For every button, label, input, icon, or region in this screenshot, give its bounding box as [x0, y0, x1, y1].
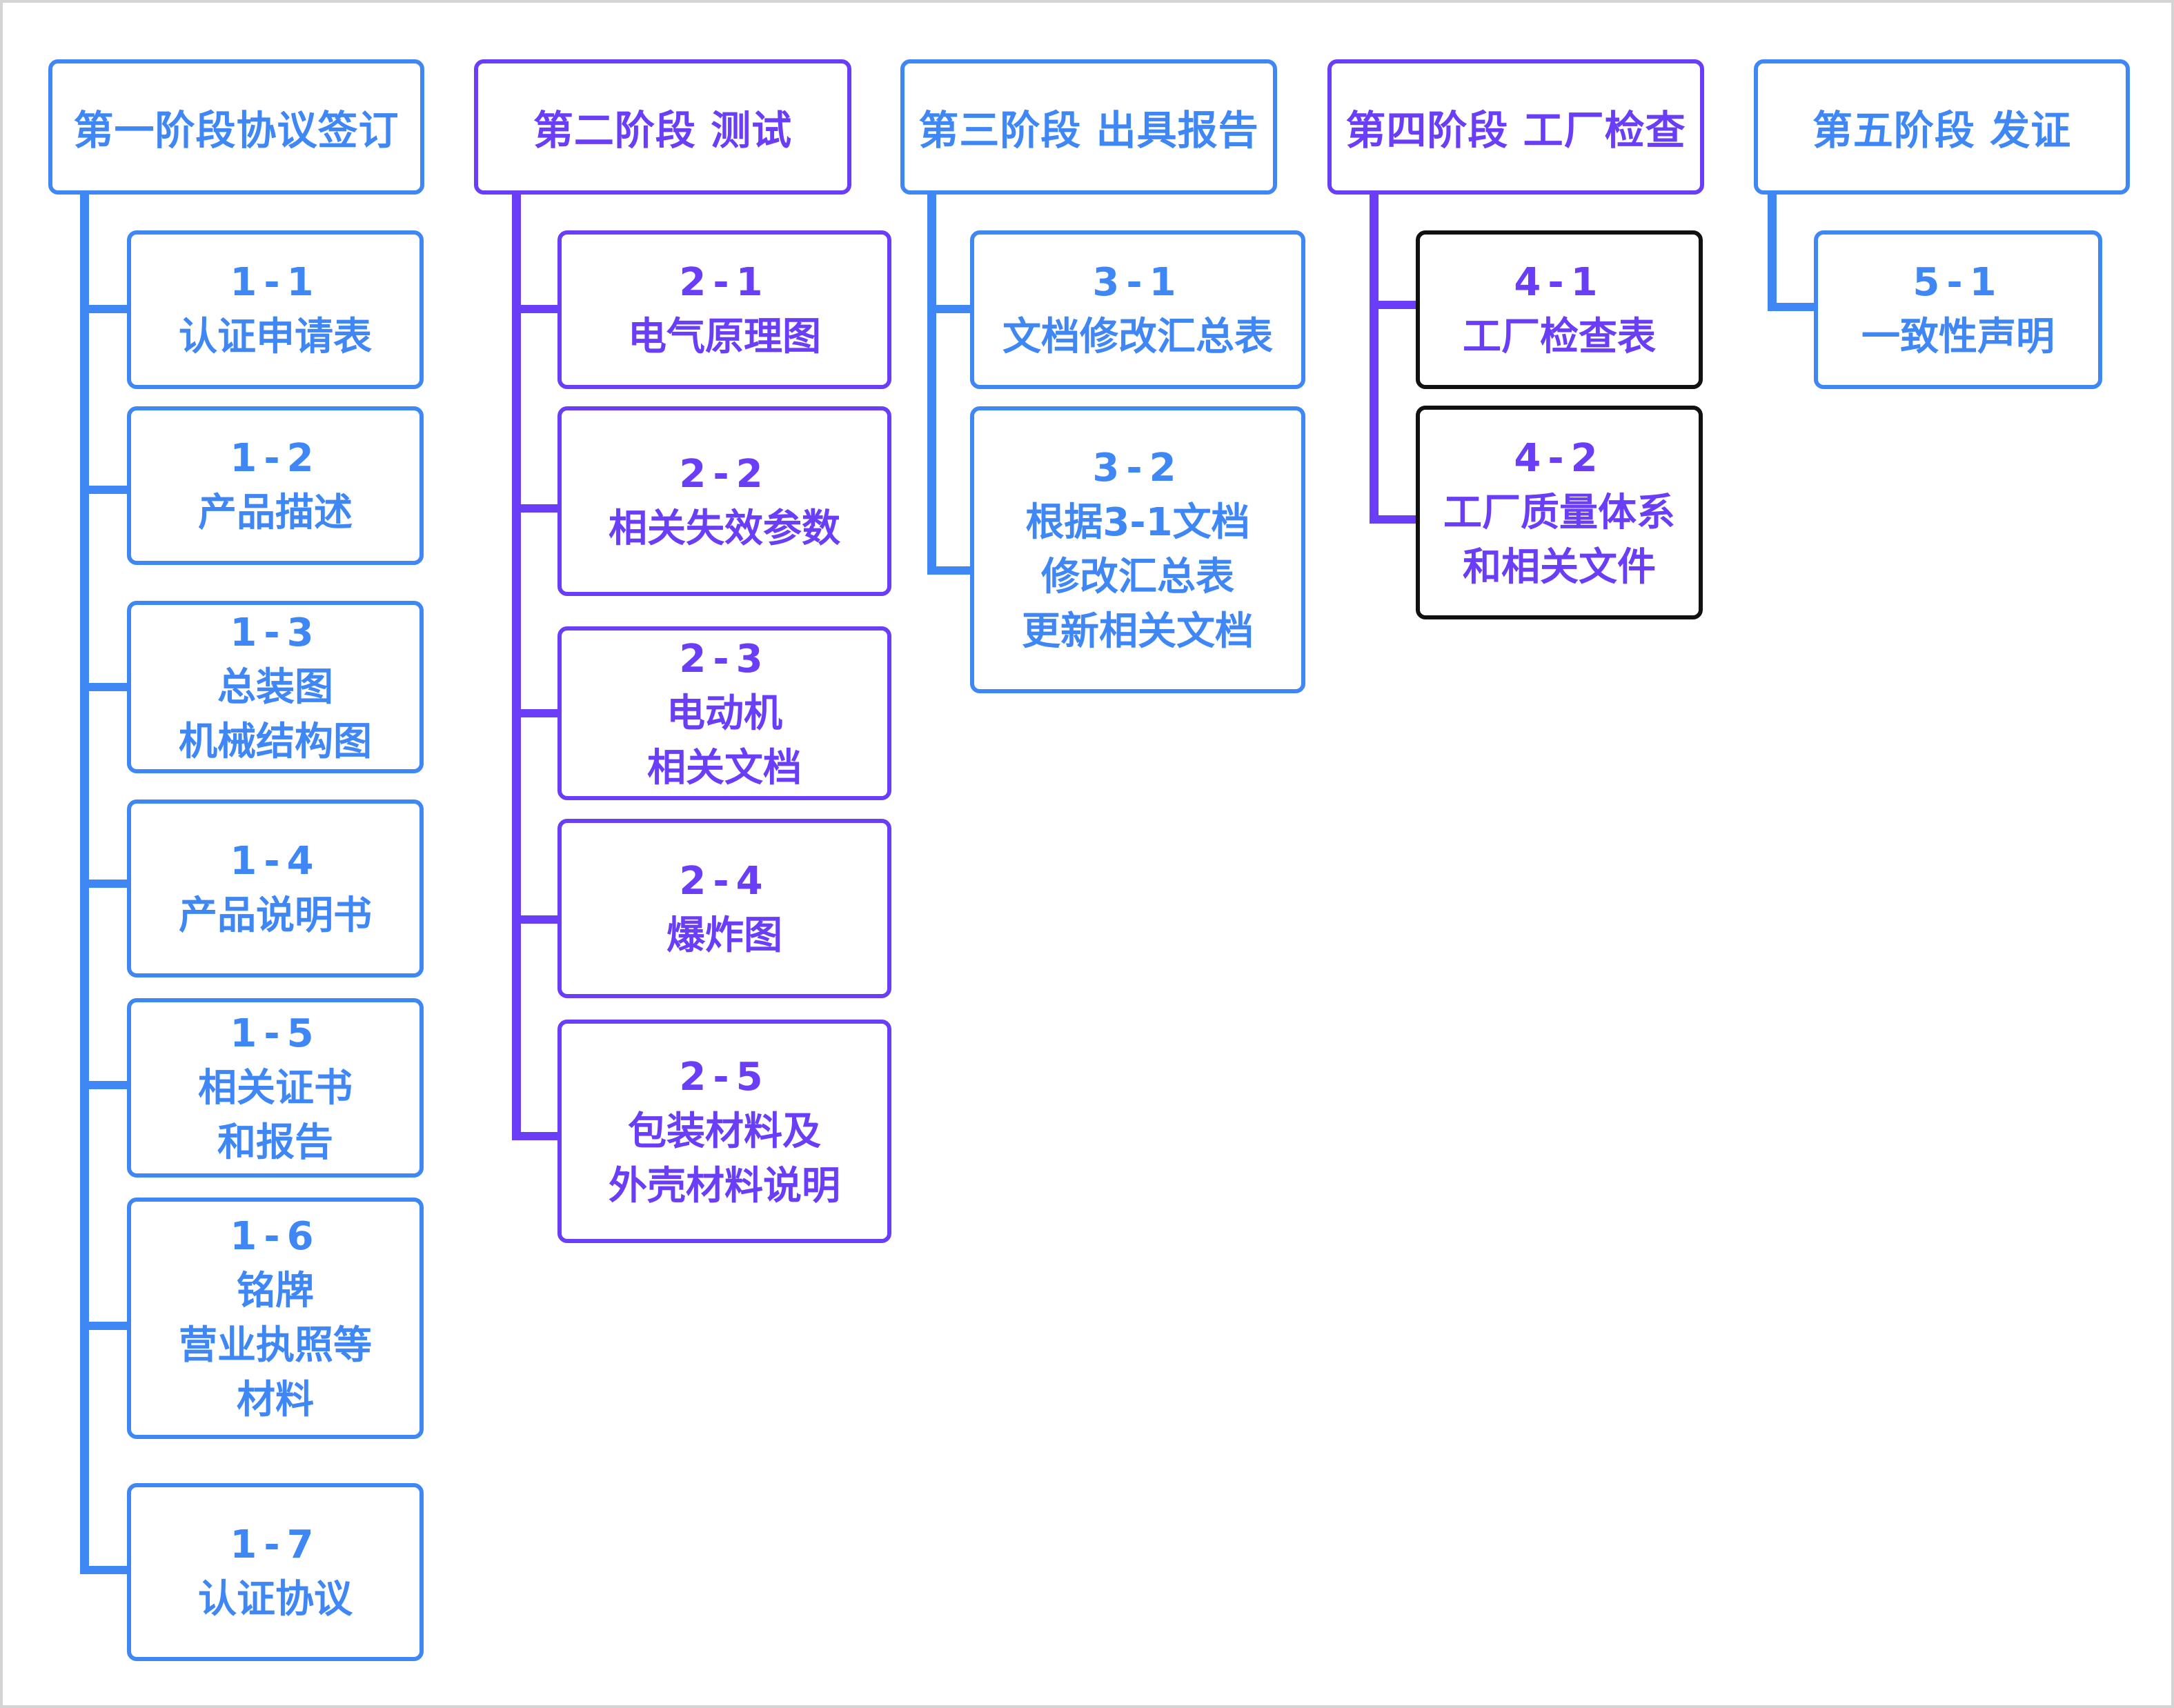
stage-1-header: 第一阶段协议签订 [48, 59, 424, 195]
stage-1-title: 第一阶段协议签订 [73, 107, 399, 154]
stage-5-item-5-1: 5-1 一致性声明 [1814, 230, 2102, 389]
item-code: 2-5 [679, 1054, 770, 1100]
item-code: 4-1 [1514, 260, 1605, 305]
item-label-line: 认证申请表 [179, 315, 372, 359]
stage-2-item-2-1: 2-1 电气原理图 [557, 230, 891, 389]
item-code: 2-2 [679, 451, 770, 497]
stage-1-item-1-3: 1-3 总装图 机械结构图 [127, 601, 424, 773]
item-code: 1-2 [230, 436, 321, 481]
item-label-line: 相关失效参数 [609, 506, 840, 551]
item-label-line: 认证协议 [198, 1577, 353, 1622]
item-label-line: 文档修改汇总表 [1002, 315, 1273, 359]
item-label-line: 营业执照等 [179, 1323, 372, 1368]
stage-4-branch-2 [1370, 515, 1419, 524]
stage-3-branch-2 [927, 566, 973, 575]
stage-1-item-1-2: 1-2 产品描述 [127, 406, 424, 565]
item-code: 3-2 [1092, 446, 1183, 490]
item-label-line: 材料 [237, 1378, 314, 1422]
item-label-line: 机械结构图 [179, 719, 372, 764]
stage-1-item-1-6: 1-6 铭牌 营业执照等 材料 [127, 1198, 424, 1439]
item-label-line: 电气原理图 [628, 315, 821, 359]
stage-2-branch-5 [512, 1132, 560, 1140]
stage-1-item-1-5: 1-5 相关证书 和报告 [127, 998, 424, 1178]
item-label-line: 修改汇总表 [1041, 555, 1234, 599]
item-label-line: 爆炸图 [666, 913, 782, 958]
item-code: 1-7 [230, 1522, 321, 1567]
stage-1-item-1-4: 1-4 产品说明书 [127, 800, 424, 977]
stage-2-branch-4 [512, 915, 560, 924]
item-label-line: 根据3-1文档 [1025, 500, 1250, 545]
stage-1-branch-3 [80, 683, 130, 691]
stage-5-branch-1 [1768, 303, 1817, 311]
item-label-line: 相关文档 [647, 745, 802, 791]
stage-2-trunk-line [512, 194, 521, 1140]
item-label-line: 一致性声明 [1861, 315, 2055, 359]
stage-4-header: 第四阶段 工厂检查 [1327, 59, 1704, 195]
stage-1-branch-6 [80, 1322, 130, 1330]
stage-4-title: 第四阶段 工厂检查 [1345, 107, 1686, 154]
stage-5-trunk-line [1768, 194, 1777, 311]
stage-4-item-4-1: 4-1 工厂检查表 [1416, 230, 1703, 389]
stage-4-item-4-2: 4-2 工厂质量体系 和相关文件 [1416, 406, 1703, 619]
item-code: 2-1 [679, 260, 770, 305]
item-label-line: 和报告 [217, 1120, 333, 1165]
stage-1-branch-2 [80, 486, 130, 494]
item-label-line: 工厂质量体系 [1443, 490, 1675, 535]
item-label-line: 产品描述 [198, 490, 353, 535]
stage-3-item-3-2: 3-2 根据3-1文档 修改汇总表 更新相关文档 [970, 406, 1305, 693]
stage-5-header: 第五阶段 发证 [1754, 59, 2130, 195]
stage-1-branch-5 [80, 1081, 130, 1089]
item-code: 3-1 [1092, 260, 1183, 305]
item-label-line: 铭牌 [237, 1269, 314, 1313]
item-code: 2-3 [679, 636, 770, 682]
stage-2-title: 第二阶段 测试 [533, 107, 793, 154]
item-code: 1-6 [230, 1214, 321, 1259]
stage-1-branch-4 [80, 880, 130, 888]
item-code: 1-5 [230, 1011, 321, 1056]
stage-1-branch-1 [80, 305, 130, 313]
stage-3-branch-1 [927, 305, 973, 313]
stage-2-item-2-2: 2-2 相关失效参数 [557, 406, 891, 596]
stage-5-title: 第五阶段 发证 [1812, 107, 2072, 154]
item-label-line: 外壳材料说明 [609, 1163, 840, 1209]
stage-3-item-3-1: 3-1 文档修改汇总表 [970, 230, 1305, 389]
item-code: 5-1 [1913, 260, 2004, 305]
stage-3-trunk-line [927, 194, 936, 575]
stage-3-title: 第三阶段 出具报告 [918, 107, 1259, 154]
item-label-line: 和相关文件 [1463, 544, 1656, 590]
item-label-line: 相关证书 [198, 1065, 353, 1111]
item-label-line: 更新相关文档 [1022, 609, 1254, 654]
item-code: 1-1 [230, 260, 321, 305]
stage-2-item-2-3: 2-3 电动机 相关文档 [557, 626, 891, 800]
stage-4-trunk-line [1370, 194, 1378, 524]
item-code: 4-2 [1514, 435, 1605, 481]
stage-2-branch-2 [512, 504, 560, 513]
item-label-line: 包装材料及 [628, 1109, 821, 1154]
stage-1-item-1-1: 1-1 认证申请表 [127, 230, 424, 389]
stage-1-branch-7 [80, 1566, 130, 1574]
item-label-line: 工厂检查表 [1463, 315, 1656, 359]
item-label-line: 电动机 [666, 691, 782, 736]
stage-2-item-2-5: 2-5 包装材料及 外壳材料说明 [557, 1020, 891, 1243]
stage-2-branch-3 [512, 709, 560, 717]
stage-3-header: 第三阶段 出具报告 [900, 59, 1277, 195]
item-code: 1-4 [230, 839, 321, 884]
stage-4-branch-1 [1370, 301, 1419, 309]
stage-2-item-2-4: 2-4 爆炸图 [557, 819, 891, 998]
item-label-line: 产品说明书 [179, 893, 372, 938]
item-code: 2-4 [679, 859, 770, 904]
stage-2-branch-1 [512, 305, 560, 313]
stage-1-item-1-7: 1-7 认证协议 [127, 1483, 424, 1661]
item-label-line: 总装图 [217, 664, 333, 710]
stage-2-header: 第二阶段 测试 [474, 59, 851, 195]
item-code: 1-3 [230, 610, 321, 655]
